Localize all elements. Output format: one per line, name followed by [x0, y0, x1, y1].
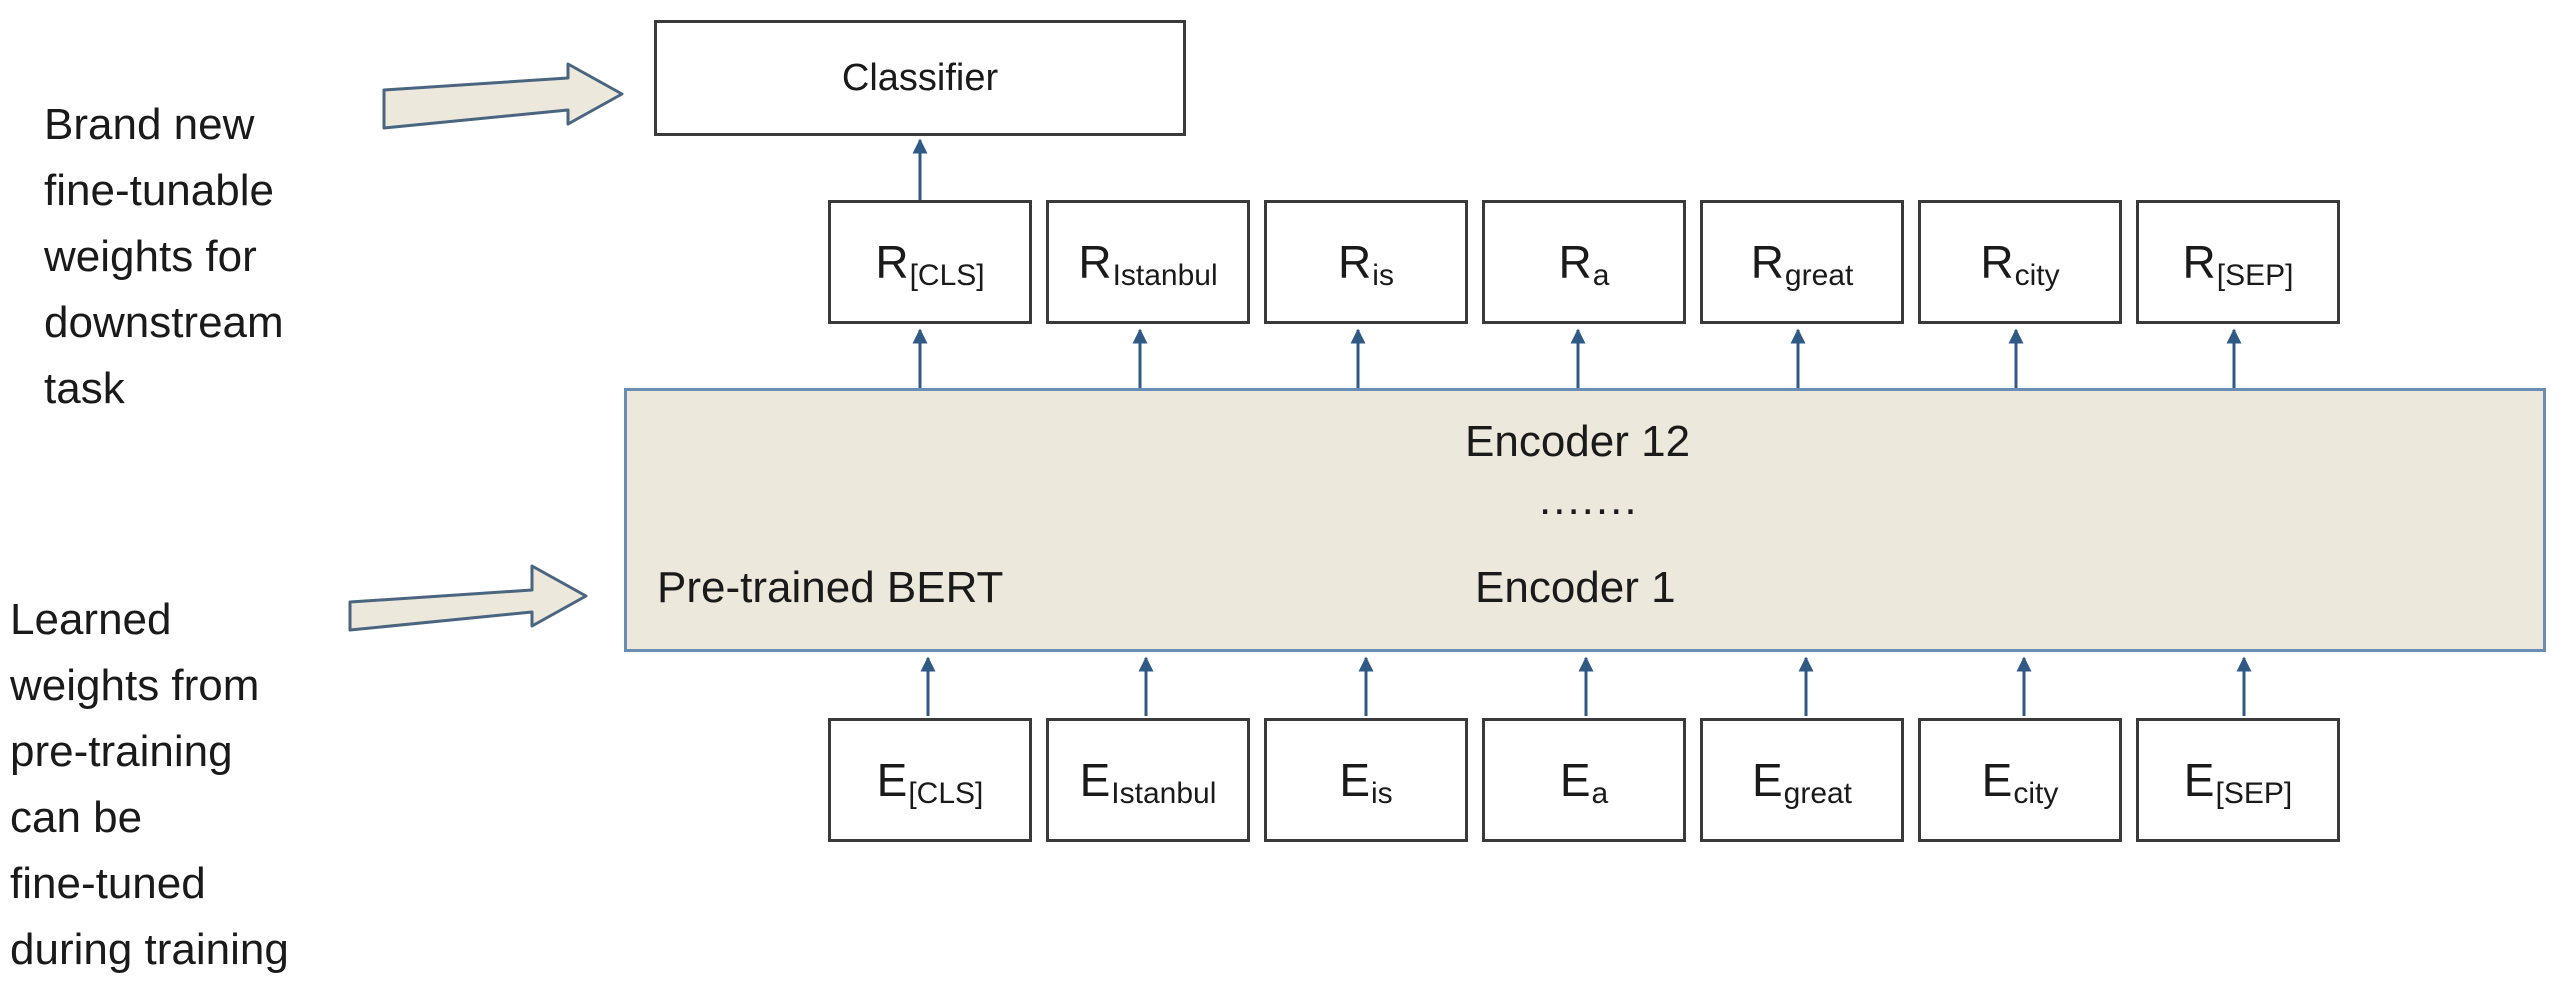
output-subscript: is: [1372, 259, 1394, 292]
output-symbol: R: [875, 236, 909, 288]
output-box-sep: R[SEP]: [2136, 200, 2340, 324]
output-symbol: R: [1078, 236, 1112, 288]
input-subscript: is: [1371, 777, 1393, 810]
encoder-to-outputs-arrows: [912, 328, 2242, 388]
note-line: Learned: [10, 595, 172, 644]
output-subscript: [CLS]: [909, 259, 985, 292]
input-symbol: E: [2183, 754, 2215, 806]
note-line: fine-tuned: [10, 859, 206, 908]
output-box-cls: R[CLS]: [828, 200, 1032, 324]
classifier-label: Classifier: [841, 56, 999, 99]
note-line: weights for: [44, 232, 257, 281]
input-subscript: a: [1591, 777, 1609, 810]
output-symbol: R: [1558, 236, 1592, 288]
learned-weights-pointer-arrow: [348, 564, 588, 632]
encoder-top-label: Encoder 12: [1465, 417, 1691, 466]
input-box-sep: E[SEP]: [2136, 718, 2340, 842]
encoder-bottom-label: Encoder 1: [1475, 563, 1676, 612]
note-line: fine-tunable: [44, 166, 274, 215]
input-symbol: E: [1079, 754, 1111, 806]
new-weights-note: Brand new fine-tunable weights for downs…: [44, 92, 284, 422]
input-symbol: E: [1751, 754, 1783, 806]
output-symbol: R: [2182, 236, 2216, 288]
input-symbol: E: [876, 754, 908, 806]
input-subscript: [SEP]: [2215, 777, 2293, 810]
pretrained-encoder-block: Encoder 12 ....... Encoder 1 Pre-trained…: [624, 388, 2546, 652]
output-subscript: great: [1784, 259, 1854, 292]
note-line: downstream: [44, 298, 284, 347]
encoder-ellipsis: .......: [1539, 475, 1639, 524]
output-symbol: R: [1980, 236, 2014, 288]
note-line: during training: [10, 925, 289, 974]
input-subscript: Istanbul: [1111, 777, 1217, 810]
new-weights-pointer-arrow: [382, 62, 624, 130]
pretrained-model-label: Pre-trained BERT: [657, 563, 1004, 612]
input-subscript: [CLS]: [908, 777, 984, 810]
note-line: task: [44, 364, 125, 413]
inputs-to-encoder-arrows: [920, 656, 2252, 716]
classifier-box: Classifier: [654, 20, 1186, 136]
output-subscript: Istanbul: [1112, 259, 1218, 292]
output-subscript: a: [1592, 259, 1610, 292]
input-symbol: E: [1981, 754, 2013, 806]
note-line: can be: [10, 793, 143, 842]
input-subscript: city: [2013, 777, 2059, 810]
output-symbol: R: [1750, 236, 1784, 288]
output-symbol: R: [1338, 236, 1372, 288]
learned-weights-note: Learned weights from pre-training can be…: [10, 587, 289, 983]
output-subscript: [SEP]: [2216, 259, 2294, 292]
note-line: Brand new: [44, 100, 255, 149]
note-line: weights from: [10, 661, 260, 710]
input-symbol: E: [1559, 754, 1591, 806]
input-box-cls: E[CLS]: [828, 718, 1032, 842]
output-subscript: city: [2014, 259, 2060, 292]
note-line: pre-training: [10, 727, 233, 776]
input-subscript: great: [1783, 777, 1853, 810]
input-symbol: E: [1339, 754, 1370, 806]
